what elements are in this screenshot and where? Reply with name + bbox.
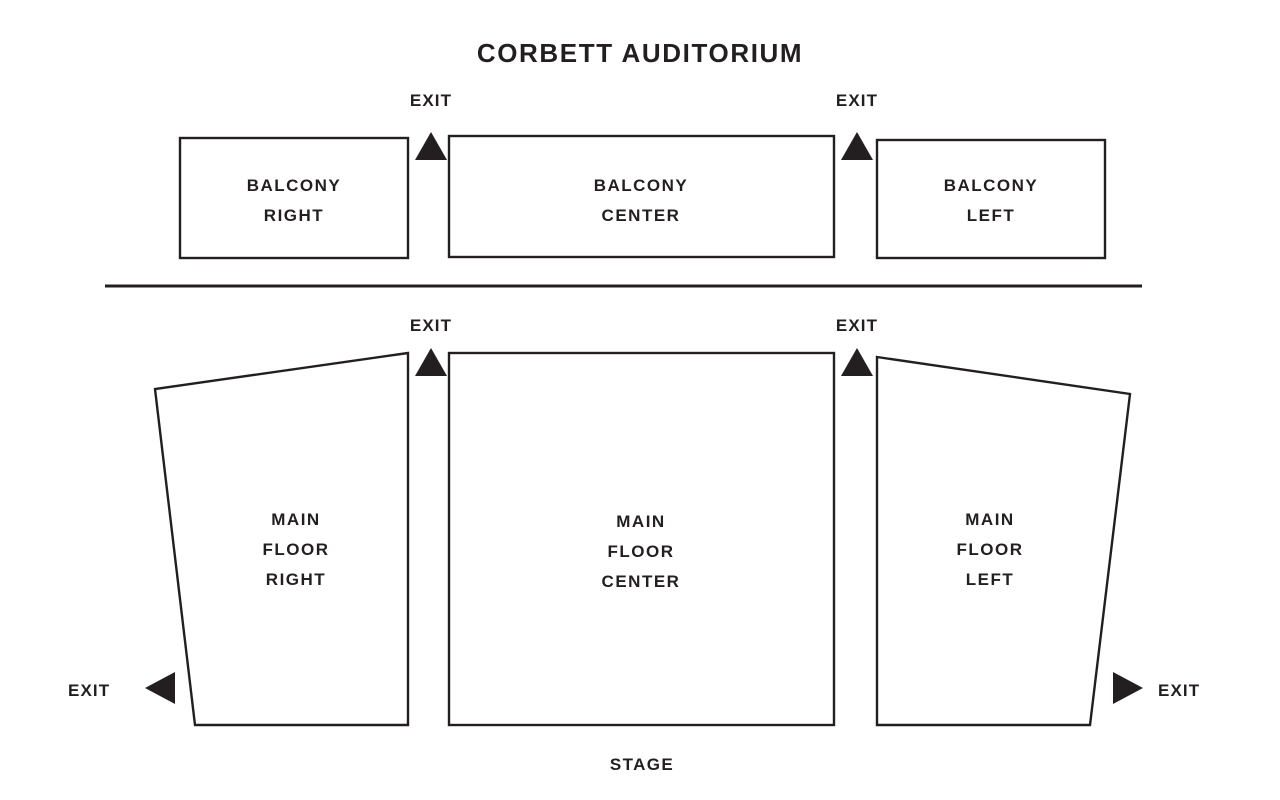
balcony-center-label-line2: CENTER bbox=[602, 206, 681, 225]
exit-house-right-label: EXIT bbox=[68, 681, 110, 700]
exit-up-arrow-icon[interactable] bbox=[841, 132, 873, 160]
main-floor-left-label-line2: FLOOR bbox=[957, 540, 1024, 559]
main-floor-right-label-line3: RIGHT bbox=[266, 570, 326, 589]
exit-up-arrow-icon[interactable] bbox=[415, 132, 447, 160]
exit-balcony-left-aisle-label: EXIT bbox=[836, 91, 878, 110]
exit-left-arrow-icon[interactable] bbox=[145, 672, 175, 704]
balcony-right-label-line1: BALCONY bbox=[247, 176, 342, 195]
balcony-left-label-line2: LEFT bbox=[967, 206, 1016, 225]
main-floor-center-label-line1: MAIN bbox=[616, 512, 665, 531]
main-floor-center-label-line2: FLOOR bbox=[608, 542, 675, 561]
section-balcony-center[interactable]: BALCONY CENTER bbox=[447, 134, 836, 259]
exit-house-right[interactable]: EXIT bbox=[68, 672, 175, 704]
exit-main-right-aisle-label: EXIT bbox=[410, 316, 452, 335]
balcony-center-label-line1: BALCONY bbox=[594, 176, 689, 195]
exit-house-left[interactable]: EXIT bbox=[1113, 672, 1200, 704]
balcony-center-shape[interactable] bbox=[447, 134, 836, 259]
section-main-floor-center[interactable]: MAIN FLOOR CENTER bbox=[447, 351, 836, 727]
balcony-right-label-line2: RIGHT bbox=[264, 206, 324, 225]
main-floor-center-label-line3: CENTER bbox=[602, 572, 681, 591]
main-floor-left-shape[interactable] bbox=[875, 355, 1132, 727]
balcony-right-shape[interactable] bbox=[178, 136, 410, 260]
main-floor-right-label-line2: FLOOR bbox=[263, 540, 330, 559]
exit-main-left-aisle[interactable]: EXIT bbox=[836, 316, 878, 376]
main-floor-center-shape[interactable] bbox=[447, 351, 836, 727]
main-floor-right-shape[interactable] bbox=[153, 351, 410, 727]
main-floor-right-label-line1: MAIN bbox=[271, 510, 320, 529]
section-main-floor-left[interactable]: MAIN FLOOR LEFT bbox=[875, 355, 1132, 727]
exit-up-arrow-icon[interactable] bbox=[415, 348, 447, 376]
section-balcony-right[interactable]: BALCONY RIGHT bbox=[178, 136, 410, 260]
exit-main-right-aisle[interactable]: EXIT bbox=[410, 316, 452, 376]
stage-label: STAGE bbox=[610, 755, 674, 774]
exit-balcony-right-aisle-label: EXIT bbox=[410, 91, 452, 110]
main-floor-left-label-line1: MAIN bbox=[965, 510, 1014, 529]
page-title: CORBETT AUDITORIUM bbox=[477, 38, 803, 68]
section-balcony-left[interactable]: BALCONY LEFT bbox=[875, 138, 1107, 260]
exit-right-arrow-icon[interactable] bbox=[1113, 672, 1143, 704]
section-main-floor-right[interactable]: MAIN FLOOR RIGHT bbox=[153, 351, 410, 727]
exit-main-left-aisle-label: EXIT bbox=[836, 316, 878, 335]
exit-up-arrow-icon[interactable] bbox=[841, 348, 873, 376]
exit-house-left-label: EXIT bbox=[1158, 681, 1200, 700]
exit-balcony-left-aisle[interactable]: EXIT bbox=[836, 91, 878, 160]
balcony-left-label-line1: BALCONY bbox=[944, 176, 1039, 195]
exit-balcony-right-aisle[interactable]: EXIT bbox=[410, 91, 452, 160]
main-floor-left-label-line3: LEFT bbox=[966, 570, 1015, 589]
balcony-left-shape[interactable] bbox=[875, 138, 1107, 260]
